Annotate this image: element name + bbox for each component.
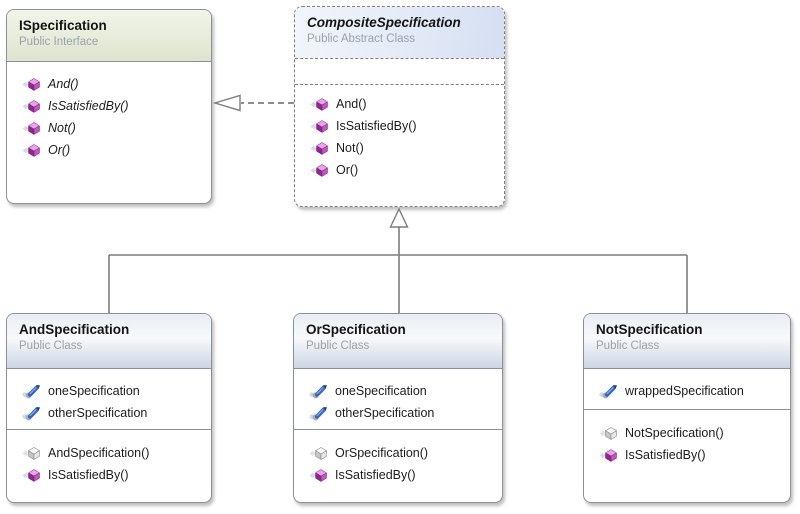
realization-connector[interactable]	[212, 94, 294, 112]
field-icon	[309, 384, 328, 399]
method-label: IsSatisfiedBy()	[625, 448, 706, 462]
method-row[interactable]: And()	[22, 73, 203, 95]
method-label: Or()	[48, 143, 71, 157]
method-icon	[310, 163, 328, 177]
method-label: AndSpecification()	[48, 446, 150, 460]
class-title: OrSpecification	[306, 322, 406, 337]
field-icon	[309, 406, 328, 421]
compartment-separator	[584, 368, 790, 369]
method-row[interactable]: IsSatisfiedBy()	[309, 464, 494, 486]
method-icon	[22, 121, 40, 135]
method-icon	[310, 141, 328, 155]
method-row[interactable]: IsSatisfiedBy()	[22, 95, 203, 117]
method-label: IsSatisfiedBy()	[336, 119, 417, 133]
methods-compartment: OrSpecification() IsSatisfiedBy()	[294, 430, 502, 486]
method-icon	[22, 143, 40, 157]
method-label: IsSatisfiedBy()	[48, 99, 129, 113]
class-header[interactable]: AndSpecification Public Class	[7, 314, 211, 368]
constructor-row[interactable]: NotSpecification()	[599, 422, 782, 444]
class-header[interactable]: ISpecification Public Interface	[7, 10, 211, 61]
method-row[interactable]: Not()	[310, 137, 496, 159]
field-label: otherSpecification	[48, 406, 148, 420]
class-header[interactable]: OrSpecification Public Class	[294, 314, 502, 368]
method-row[interactable]: IsSatisfiedBy()	[22, 464, 203, 486]
class-stereotype: Public Interface	[19, 36, 99, 48]
compartment-separator	[294, 368, 502, 369]
class-box-ispecification[interactable]: ISpecification Public Interface And() Is…	[6, 9, 212, 204]
method-row[interactable]: Or()	[310, 159, 496, 181]
class-box-orspecification[interactable]: OrSpecification Public Class oneSpecific…	[293, 313, 503, 503]
field-row[interactable]: otherSpecification	[22, 402, 203, 424]
class-title: ISpecification	[19, 18, 107, 33]
compartment-separator	[7, 429, 211, 430]
field-label: otherSpecification	[335, 406, 435, 420]
method-label: IsSatisfiedBy()	[335, 468, 416, 482]
class-box-notspecification[interactable]: NotSpecification Public Class wrappedSpe…	[583, 313, 791, 503]
method-icon	[22, 99, 40, 113]
method-label: IsSatisfiedBy()	[48, 468, 129, 482]
method-icon	[310, 119, 328, 133]
fields-compartment: oneSpecification otherSpecification	[294, 369, 502, 429]
class-title: CompositeSpecification	[307, 15, 461, 30]
method-row[interactable]: And()	[310, 93, 496, 115]
constructor-icon	[22, 446, 40, 460]
method-icon	[22, 468, 40, 482]
method-label: And()	[48, 77, 79, 91]
class-stereotype: Public Class	[306, 340, 370, 352]
method-row[interactable]: Or()	[22, 139, 203, 161]
method-label: OrSpecification()	[335, 446, 429, 460]
class-header[interactable]: CompositeSpecification Public Abstract C…	[295, 7, 504, 58]
field-row[interactable]: oneSpecification	[22, 380, 203, 402]
fields-compartment: wrappedSpecification	[584, 369, 790, 409]
class-stereotype: Public Class	[596, 340, 660, 352]
method-icon	[310, 97, 328, 111]
method-icon	[22, 77, 40, 91]
field-label: oneSpecification	[335, 384, 427, 398]
method-row[interactable]: IsSatisfiedBy()	[599, 444, 782, 466]
method-label: NotSpecification()	[625, 426, 724, 440]
constructor-row[interactable]: OrSpecification()	[309, 442, 494, 464]
field-icon	[22, 406, 41, 421]
field-icon	[22, 384, 41, 399]
fields-compartment-empty	[295, 59, 504, 84]
compartment-separator	[295, 84, 504, 85]
field-label: oneSpecification	[48, 384, 140, 398]
compartment-separator	[7, 61, 211, 62]
methods-compartment: And() IsSatisfiedBy() Not() Or()	[295, 85, 504, 181]
field-label: wrappedSpecification	[625, 384, 744, 398]
class-title: NotSpecification	[596, 322, 703, 337]
method-label: Not()	[336, 141, 364, 155]
constructor-icon	[599, 426, 617, 440]
inheritance-connector[interactable]	[108, 207, 688, 313]
compartment-separator	[294, 429, 502, 430]
methods-compartment: And() IsSatisfiedBy() Not() Or()	[7, 62, 211, 161]
compartment-separator	[7, 368, 211, 369]
methods-compartment: NotSpecification() IsSatisfiedBy()	[584, 410, 790, 466]
field-row[interactable]: oneSpecification	[309, 380, 494, 402]
field-icon	[599, 384, 618, 399]
fields-compartment: oneSpecification otherSpecification	[7, 369, 211, 429]
method-row[interactable]: Not()	[22, 117, 203, 139]
method-row[interactable]: IsSatisfiedBy()	[310, 115, 496, 137]
constructor-row[interactable]: AndSpecification()	[22, 442, 203, 464]
method-label: Or()	[336, 163, 359, 177]
methods-compartment: AndSpecification() IsSatisfiedBy()	[7, 430, 211, 486]
compartment-separator	[584, 409, 790, 410]
class-box-compositespecification[interactable]: CompositeSpecification Public Abstract C…	[294, 6, 505, 207]
class-header[interactable]: NotSpecification Public Class	[584, 314, 790, 368]
class-stereotype: Public Abstract Class	[307, 33, 416, 45]
method-icon	[309, 468, 327, 482]
class-stereotype: Public Class	[19, 340, 83, 352]
class-box-andspecification[interactable]: AndSpecification Public Class oneSpecifi…	[6, 313, 212, 503]
constructor-icon	[309, 446, 327, 460]
method-label: And()	[336, 97, 367, 111]
compartment-separator	[295, 58, 504, 59]
field-row[interactable]: wrappedSpecification	[599, 380, 782, 402]
class-title: AndSpecification	[19, 322, 130, 337]
field-row[interactable]: otherSpecification	[309, 402, 494, 424]
method-icon	[599, 448, 617, 462]
method-label: Not()	[48, 121, 76, 135]
